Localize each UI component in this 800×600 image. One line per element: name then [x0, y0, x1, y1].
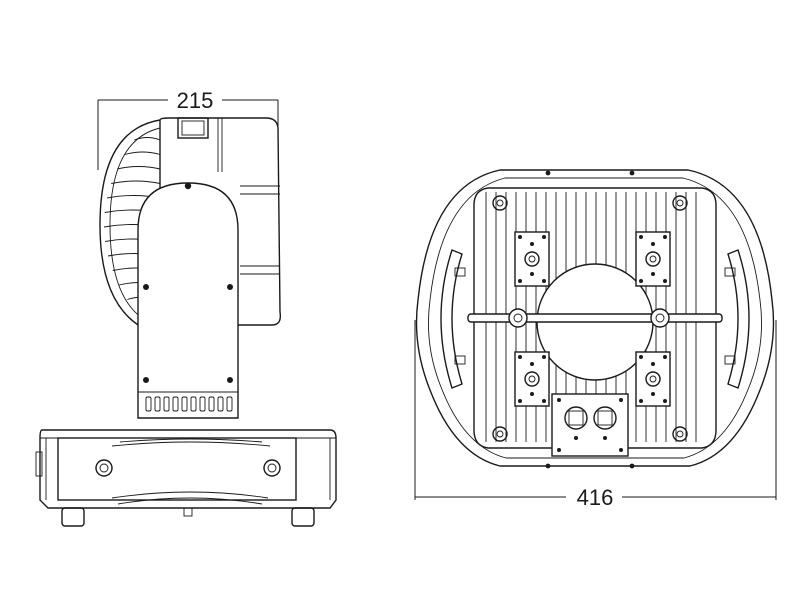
bracket-bolt: [645, 251, 661, 267]
base-unit: [35, 429, 337, 527]
dome-rib: [134, 137, 161, 141]
yoke-arm: [137, 182, 239, 419]
bracket-plate: [635, 351, 671, 407]
vent-slot: [145, 396, 152, 412]
bracket-bolt: [524, 371, 540, 387]
vent-slot: [181, 396, 188, 412]
vent-slot: [172, 396, 179, 412]
bracket-plate: [514, 351, 550, 407]
mounting-brackets: [514, 231, 671, 407]
bracket-plate: [635, 231, 671, 287]
bottom-view: 416: [414, 169, 777, 510]
dome-rib: [117, 166, 161, 170]
head-housing: [159, 117, 282, 326]
dome-rib: [124, 151, 161, 155]
crossbar: [467, 308, 723, 328]
outer-housing: [415, 169, 775, 467]
corner-screws: [492, 170, 688, 469]
dome-rib: [111, 180, 161, 184]
vent-slot: [163, 396, 170, 412]
side-view: 215: [35, 88, 337, 527]
vent-slot: [208, 396, 215, 412]
vent-slot: [190, 396, 197, 412]
dimension-label-215: 215: [177, 88, 214, 113]
dimension-416: 416: [414, 320, 777, 510]
bracket-bolt: [524, 251, 540, 267]
connector-panel: [551, 393, 629, 457]
bracket-plate: [514, 231, 550, 287]
vent-slot: [217, 396, 224, 412]
vent-slot: [154, 396, 161, 412]
vent-slot: [226, 396, 233, 412]
dimension-label-416: 416: [577, 485, 614, 510]
dimension-215: 215: [97, 88, 279, 170]
bracket-bolt: [645, 371, 661, 387]
vent-slot: [199, 396, 206, 412]
